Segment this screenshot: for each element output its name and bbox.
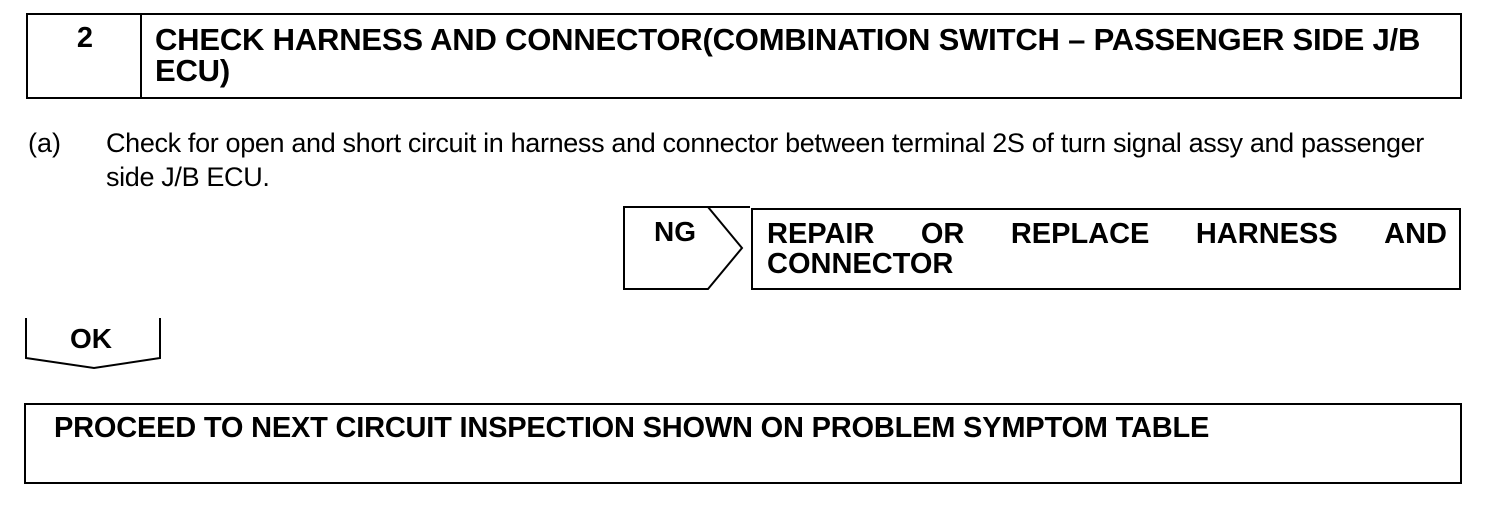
step-number: 2 <box>76 22 94 54</box>
ng-result-word: HARNESS <box>1195 218 1338 250</box>
ng-result-word: OR <box>920 218 965 250</box>
instruction-label: (a) <box>28 128 61 158</box>
ng-result-word: AND <box>1384 218 1447 250</box>
step-number-cell: 2 <box>28 15 142 97</box>
ng-result-word: REPLACE <box>1010 218 1150 250</box>
step-header-box: 2 CHECK HARNESS AND CONNECTOR(COMBINATIO… <box>26 13 1462 99</box>
step-title: CHECK HARNESS AND CONNECTOR(COMBINATION … <box>155 22 1421 88</box>
ng-result-box: REPAIR OR REPLACE HARNESS AND CONNECTOR <box>751 208 1461 290</box>
instruction-text: Check for open and short circuit in harn… <box>106 128 1424 192</box>
ok-arrow-icon <box>25 318 161 370</box>
ok-result-text: PROCEED TO NEXT CIRCUIT INSPECTION SHOWN… <box>54 412 1210 444</box>
ng-result-line2: CONNECTOR <box>767 248 954 280</box>
ok-result-box: PROCEED TO NEXT CIRCUIT INSPECTION SHOWN… <box>24 403 1462 484</box>
ng-result-word: REPAIR <box>767 218 875 250</box>
ng-result-line1: REPAIR OR REPLACE HARNESS AND <box>767 219 1447 249</box>
ng-arrow-icon <box>623 206 750 290</box>
ng-label: NG <box>654 216 696 247</box>
ok-label: OK <box>70 323 112 354</box>
